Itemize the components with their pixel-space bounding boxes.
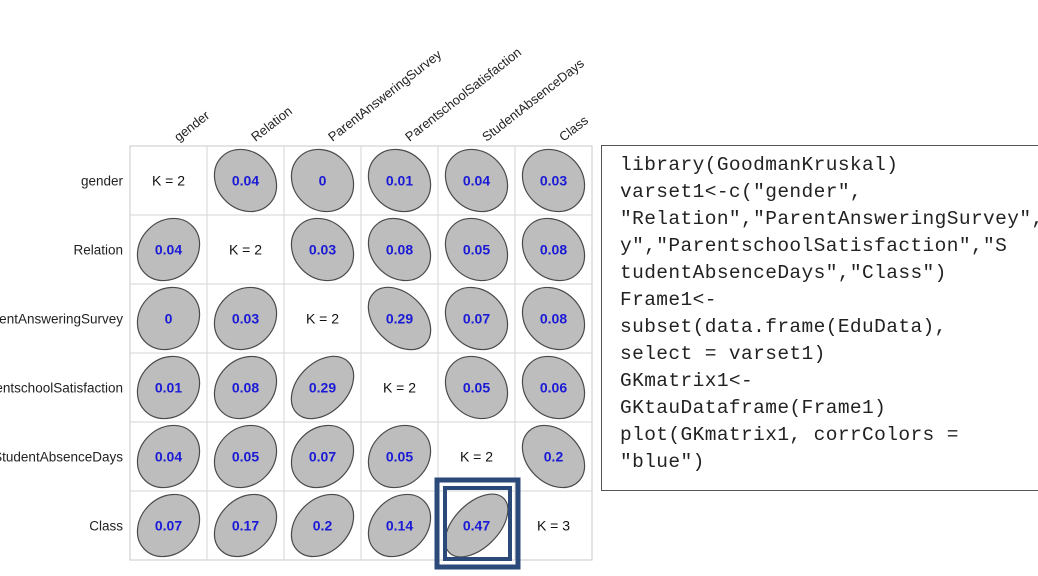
- cell-value: 0.04: [155, 449, 182, 465]
- cell-ellipse: [444, 286, 509, 351]
- diagonal-label: K = 2: [229, 242, 262, 258]
- row-label: StudentAbsenceDays: [0, 450, 123, 465]
- cell-value: 0.07: [463, 311, 490, 327]
- cell-value: 0.14: [386, 518, 413, 534]
- code-line: varset1<-c("gender",: [620, 181, 863, 203]
- cell-ellipse: [213, 148, 278, 213]
- column-label: Class: [556, 112, 591, 144]
- code-line: y","ParentschoolSatisfaction","S: [620, 235, 1008, 257]
- cell-ellipse: [136, 424, 201, 489]
- cell-ellipse: [367, 217, 432, 282]
- row-label: Class: [89, 519, 123, 534]
- cell-value: 0.03: [540, 173, 567, 189]
- cell-ellipse: [290, 493, 355, 558]
- cell-ellipse: [290, 424, 355, 489]
- code-line: GKtauDataframe(Frame1): [620, 397, 887, 419]
- cell-ellipse: [521, 355, 586, 420]
- row-label: ParentschoolSatisfaction: [0, 381, 123, 396]
- column-label: gender: [171, 107, 213, 144]
- cell-value: 0.03: [232, 311, 259, 327]
- row-label: gender: [81, 174, 124, 189]
- highlight-box-outer: [434, 477, 521, 570]
- cell-ellipse: [136, 355, 201, 420]
- cell-value: 0.05: [463, 380, 490, 396]
- cell-value: 0.05: [386, 449, 413, 465]
- code-line: Frame1<-: [620, 289, 717, 311]
- cell-value: 0.2: [313, 518, 333, 534]
- cell-ellipse: [213, 424, 278, 489]
- code-line: library(GoodmanKruskal): [620, 154, 899, 176]
- cell-ellipse: [521, 148, 586, 213]
- cell-ellipse: [290, 355, 355, 420]
- code-line: plot(GKmatrix1, corrColors =: [620, 424, 959, 446]
- cell-value: 0.04: [155, 242, 182, 258]
- diagonal-label: K = 2: [383, 380, 416, 396]
- cell-value: 0.05: [463, 242, 490, 258]
- cell-ellipse: [444, 148, 509, 213]
- cell-ellipse: [136, 493, 201, 558]
- cell-value: 0.04: [463, 173, 490, 189]
- cell-value: 0.17: [232, 518, 259, 534]
- cell-value: 0: [319, 173, 327, 189]
- cell-ellipse: [213, 286, 278, 351]
- code-box: library(GoodmanKruskal) varset1<-c("gende…: [601, 145, 1038, 491]
- cell-ellipse: [444, 493, 509, 558]
- cell-value: 0: [165, 311, 173, 327]
- cell-value: 0.04: [232, 173, 259, 189]
- cell-value: 0.01: [386, 173, 413, 189]
- highlight-box-inner: [443, 486, 512, 561]
- column-label: Relation: [248, 103, 295, 144]
- cell-ellipse: [213, 493, 278, 558]
- cell-ellipse: [444, 355, 509, 420]
- diagonal-label: K = 2: [152, 173, 185, 189]
- cell-value: 0.29: [309, 380, 336, 396]
- cell-value: 0.03: [309, 242, 336, 258]
- code-line: "blue"): [620, 451, 705, 473]
- cell-value: 0.01: [155, 380, 182, 396]
- row-label: ParentAnsweringSurvey: [0, 312, 123, 327]
- row-label: Relation: [73, 243, 123, 258]
- cell-ellipse: [290, 217, 355, 282]
- cell-value: 0.29: [386, 311, 413, 327]
- cell-ellipse: [521, 424, 586, 489]
- cell-ellipse: [213, 355, 278, 420]
- cell-ellipse: [367, 148, 432, 213]
- cell-ellipse: [136, 286, 201, 351]
- cell-value: 0.08: [232, 380, 259, 396]
- cell-ellipse: [521, 217, 586, 282]
- cell-ellipse: [367, 286, 432, 351]
- cell-value: 0.06: [540, 380, 567, 396]
- cell-value: 0.05: [232, 449, 259, 465]
- cell-value: 0.47: [463, 518, 490, 534]
- cell-ellipse: [367, 424, 432, 489]
- cell-ellipse: [444, 217, 509, 282]
- cell-ellipse: [521, 286, 586, 351]
- cell-ellipse: [136, 217, 201, 282]
- diagonal-label: K = 2: [460, 449, 493, 465]
- cell-value: 0.08: [540, 311, 567, 327]
- diagonal-label: K = 3: [537, 518, 570, 534]
- code-line: tudentAbsenceDays","Class"): [620, 262, 947, 284]
- cell-value: 0.08: [540, 242, 567, 258]
- cell-ellipse: [367, 493, 432, 558]
- code-line: select = varset1): [620, 343, 826, 365]
- diagonal-label: K = 2: [306, 311, 339, 327]
- cell-value: 0.07: [155, 518, 182, 534]
- cell-value: 0.07: [309, 449, 336, 465]
- code-line: "Relation","ParentAnsweringSurvey","Pare…: [620, 208, 1038, 230]
- code-line: subset(data.frame(EduData),: [620, 316, 947, 338]
- cell-value: 0.2: [544, 449, 564, 465]
- cell-value: 0.08: [386, 242, 413, 258]
- cell-ellipse: [290, 148, 355, 213]
- code-line: GKmatrix1<-: [620, 370, 754, 392]
